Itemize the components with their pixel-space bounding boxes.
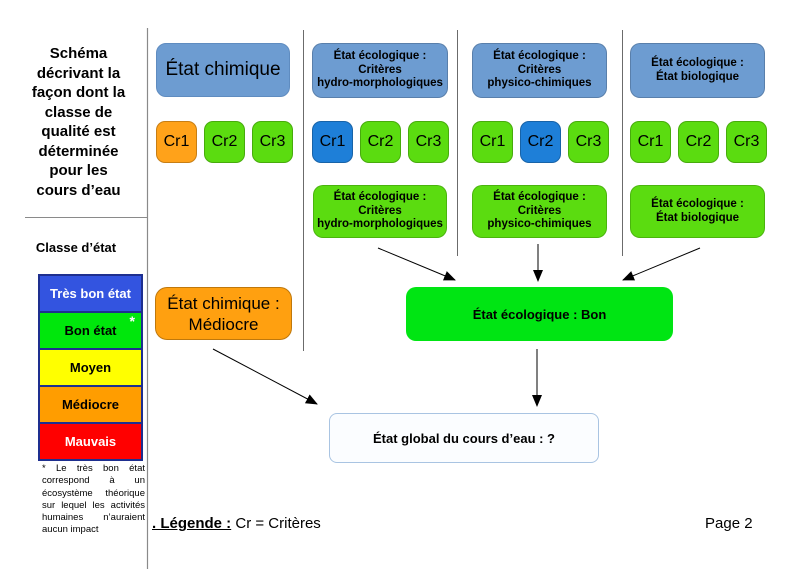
criterion-chip: Cr1 (156, 121, 197, 163)
legend: . Légende : Cr = Critères (152, 515, 321, 532)
result-etat-ecologique-bon: État écologique : Bon (406, 287, 673, 341)
legend-text: Cr = Critères (231, 515, 321, 532)
criterion-chip: Cr2 (678, 121, 719, 163)
sidebar-divider-rule (25, 217, 147, 218)
criterion-chip: Cr3 (568, 121, 609, 163)
criteria-row-hydro: Cr1 Cr2 Cr3 (312, 121, 449, 163)
criterion-chip: Cr1 (472, 121, 513, 163)
header-ecologique-physico-chimiques: État écologique : Critères physico-chimi… (472, 43, 607, 98)
criterion-chip: Cr3 (408, 121, 449, 163)
sidebar-title: Schéma décrivant la façon dont la classe… (31, 45, 126, 199)
criterion-chip: Cr3 (252, 121, 293, 163)
result-biologique: État écologique : État biologique (630, 185, 765, 238)
scale-row-mediocre: Médiocre (40, 387, 141, 424)
scale-row-label: Médiocre (61, 397, 120, 412)
page-number: Page 2 (705, 515, 753, 532)
result-etat-chimique-mediocre: État chimique : Médiocre (155, 287, 292, 340)
state-class-heading: Classe d’état (35, 240, 117, 255)
criterion-chip: Cr1 (630, 121, 671, 163)
header-ecologique-hydro-morphologiques: État écologique : Critères hydro-morphol… (312, 43, 448, 98)
arrow-biologique-to-ecologique (622, 247, 701, 281)
state-class-scale: Très bon état Bon état * Moyen Médiocre … (38, 274, 143, 461)
result-etat-global: État global du cours d’eau : ? (329, 413, 599, 463)
scale-row-mauvais: Mauvais (40, 424, 141, 459)
criteria-row-chimique: Cr1 Cr2 Cr3 (156, 121, 293, 163)
scale-row-label: Mauvais (64, 434, 117, 449)
arrow-hydro-to-ecologique (377, 247, 456, 281)
criterion-chip: Cr2 (360, 121, 401, 163)
scale-row-label: Très bon état (50, 286, 131, 301)
criterion-chip: Cr1 (312, 121, 353, 163)
scale-row-bon: Bon état * (40, 313, 141, 350)
criteria-row-biologique: Cr1 Cr2 Cr3 (630, 121, 767, 163)
scale-row-label: Moyen (69, 360, 112, 375)
scale-row-tres-bon: Très bon état (40, 276, 141, 313)
criteria-row-physico: Cr1 Cr2 Cr3 (472, 121, 609, 163)
criterion-chip: Cr2 (204, 121, 245, 163)
footnote-text: * Le très bon état correspond à un écosy… (42, 463, 145, 536)
result-physico-chimiques: État écologique : Critères physico-chimi… (472, 185, 607, 238)
scale-row-label: Bon état (64, 323, 117, 338)
criterion-chip: Cr3 (726, 121, 767, 163)
header-etat-chimique: État chimique (156, 43, 290, 97)
scale-row-moyen: Moyen (40, 350, 141, 387)
criterion-chip: Cr2 (520, 121, 561, 163)
header-ecologique-biologique: État écologique : État biologique (630, 43, 765, 98)
asterisk-marker: * (129, 313, 135, 329)
legend-label: . Légende : (152, 515, 232, 532)
arrow-chimique-to-global (212, 348, 318, 405)
result-hydro-morphologiques: État écologique : Critères hydro-morphol… (313, 185, 447, 238)
